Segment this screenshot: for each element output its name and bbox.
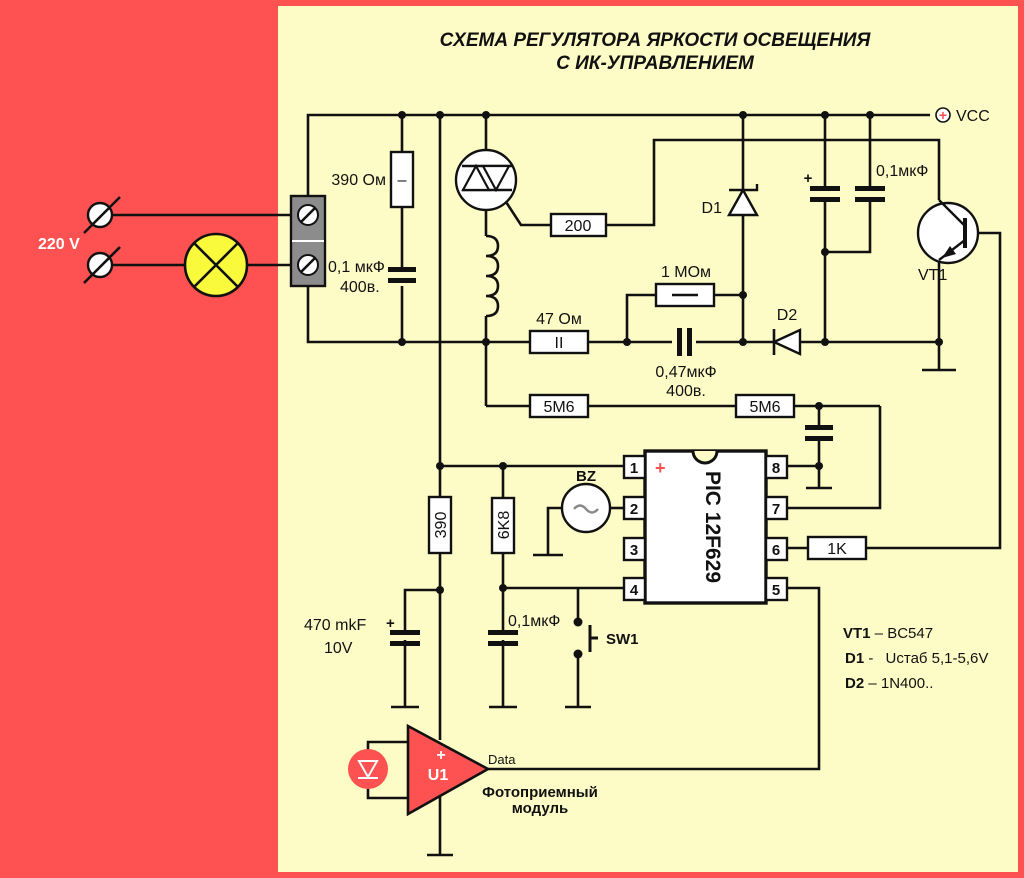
legend-item: VT1 – BC547: [843, 625, 933, 642]
svg-text:VT1: VT1: [918, 267, 947, 284]
resistor-1-mohm: 1 МОм: [654, 264, 716, 308]
svg-text:Data: Data: [488, 752, 516, 767]
junctions: [398, 111, 943, 594]
resistor-200: 200: [549, 212, 608, 238]
legend-item: D2 – 1N400..: [845, 675, 933, 692]
svg-text:D1: D1: [702, 200, 723, 217]
ir-receiver-u1-icon: + U1 Data Фотоприемный модуль: [406, 723, 598, 817]
zener-diode-d1-icon: D1: [702, 184, 760, 217]
title-line2: С ИК-УПРАВЛЕНИЕМ: [556, 53, 755, 74]
resistor-390: 390: [427, 495, 453, 555]
diode-d2-icon: D2: [771, 307, 802, 356]
svg-text:1K: 1K: [827, 541, 847, 558]
capacitor-470uf: 470 mkF + 10V: [304, 615, 420, 657]
pin-5: 5: [772, 582, 780, 599]
capacitor-047: 0,47мкФ 400в.: [655, 328, 717, 400]
resistor-5m6-b: 5M6: [734, 393, 796, 419]
svg-text:0,1мкФ: 0,1мкФ: [876, 163, 928, 180]
ic-plus-mark: +: [655, 458, 666, 478]
resistor-5m6-a: 5M6: [528, 393, 590, 419]
mains-terminal-2: [83, 246, 121, 284]
svg-text:SW1: SW1: [606, 631, 639, 648]
svg-text:U1: U1: [428, 767, 449, 784]
capacitor-01-vcc: 0,1мкФ: [855, 163, 928, 202]
svg-text:470 mkF: 470 mkF: [304, 617, 366, 634]
vcc-terminal: + VCC: [935, 107, 990, 125]
svg-text:400в.: 400в.: [340, 279, 380, 296]
svg-text:400в.: 400в.: [666, 383, 706, 400]
inductor-icon: [485, 234, 500, 318]
svg-text:0,1 мкФ: 0,1 мкФ: [328, 259, 385, 276]
svg-text:модуль: модуль: [512, 800, 568, 817]
svg-text:+: +: [436, 747, 445, 764]
svg-text:5M6: 5M6: [749, 399, 780, 416]
resistor-390-ohm: – 390 Ом: [331, 150, 415, 209]
pin-6: 6: [772, 542, 780, 559]
lamp-icon: [183, 232, 249, 298]
mains-voltage-label: 220 V: [38, 236, 80, 253]
svg-text:200: 200: [565, 218, 592, 235]
svg-text:6K8: 6K8: [496, 511, 513, 540]
svg-text:Фотоприемный: Фотоприемный: [482, 784, 598, 801]
svg-text:1 МОм: 1 МОм: [661, 264, 711, 281]
switch-sw1-icon: SW1: [573, 617, 639, 659]
vcc-label: VCC: [956, 108, 990, 125]
svg-text:390: 390: [433, 512, 450, 539]
svg-text:D2: D2: [777, 307, 798, 324]
pin-8: 8: [772, 460, 780, 477]
mains-input: 220 V: [38, 196, 298, 298]
svg-text:BZ: BZ: [576, 468, 596, 485]
capacitor-electrolytic-vcc: +: [804, 170, 840, 202]
pin-2: 2: [630, 501, 638, 518]
resistor-47-ohm: II 47 Ом: [528, 311, 590, 355]
svg-text:–: –: [398, 172, 407, 189]
pin-3: 3: [630, 542, 638, 559]
r390-label: 390 Ом: [331, 172, 386, 189]
svg-text:+: +: [804, 170, 813, 187]
capacitor-01-reset: 0,1мкФ: [488, 613, 560, 646]
photodiode-icon: [348, 749, 388, 789]
svg-text:II: II: [555, 335, 564, 352]
pin-4: 4: [630, 582, 639, 599]
title-line1: СХЕМА РЕГУЛЯТОРА ЯРКОСТИ ОСВЕЩЕНИЯ: [440, 30, 872, 51]
svg-text:0,47мкФ: 0,47мкФ: [655, 364, 716, 381]
pin-1: 1: [630, 460, 638, 477]
svg-text:47 Ом: 47 Ом: [536, 311, 582, 328]
capacitor-osc: [805, 425, 833, 441]
vcc-plus-icon: +: [939, 107, 947, 123]
svg-text:5M6: 5M6: [543, 399, 574, 416]
capacitor-snubber: 0,1 мкФ 400в.: [328, 259, 416, 296]
svg-text:10V: 10V: [324, 640, 353, 657]
parts-legend: VT1 – BC547 D1 - Uстаб 5,1-5,6V D2 – 1N4…: [843, 625, 988, 692]
svg-text:+: +: [386, 615, 395, 632]
buzzer-icon: BZ: [560, 468, 612, 534]
wires: [306, 113, 1002, 857]
terminal-block: [289, 194, 327, 288]
transistor-vt1-icon: VT1: [916, 199, 980, 284]
ic-pins: 1 2 3 4 8 7 6 5: [622, 454, 789, 602]
pin-7: 7: [772, 501, 780, 518]
pic-ic: + PIC 12F629: [643, 449, 768, 605]
legend-item: D1 - Uстаб 5,1-5,6V: [845, 650, 988, 667]
resistor-6k8: 6K8: [490, 496, 516, 555]
ic-name: PIC 12F629: [701, 471, 724, 583]
svg-text:0,1мкФ: 0,1мкФ: [508, 613, 560, 630]
triac-icon: [454, 148, 518, 212]
mains-terminal-1: [83, 196, 121, 234]
resistor-1k: 1K: [806, 535, 868, 561]
